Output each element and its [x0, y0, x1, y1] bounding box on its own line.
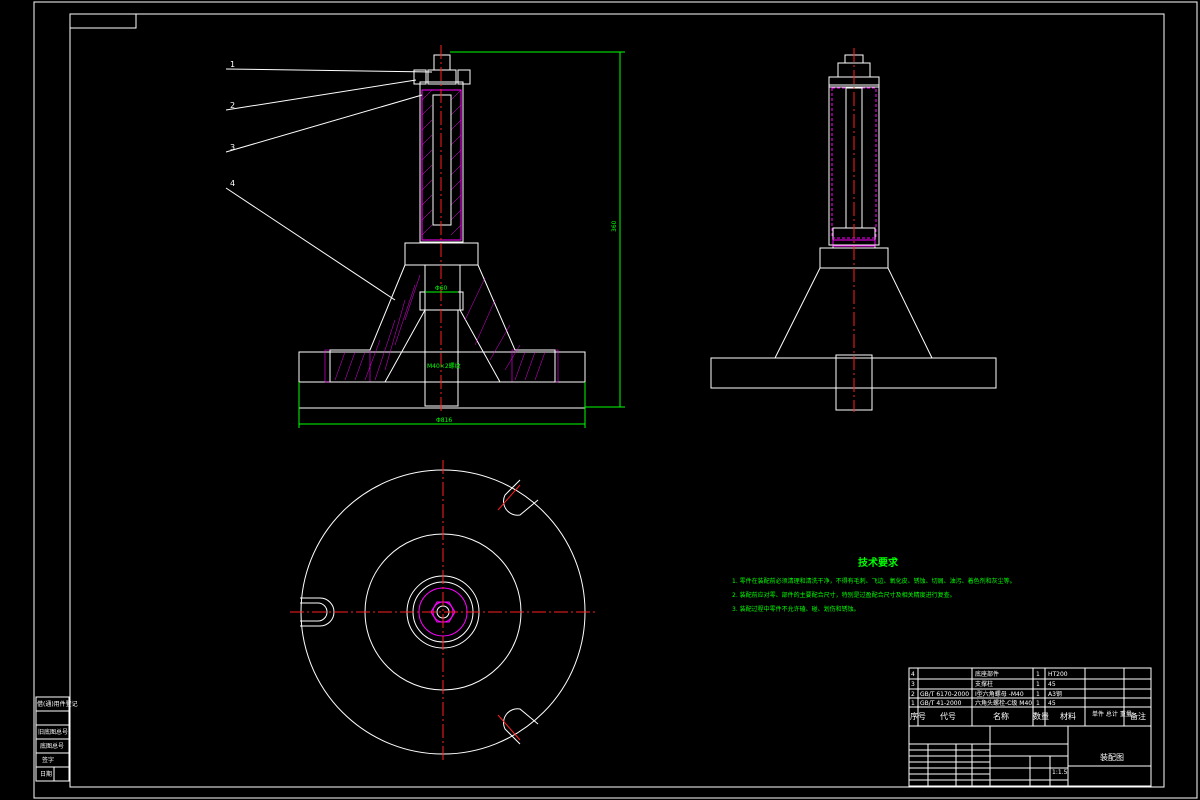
tech-title: 技术要求: [858, 556, 899, 569]
base-width-dimension: Φ816: [436, 417, 452, 424]
tech-item-1: 1. 零件在装配前必须清理和清洗干净，不得有毛刺、飞边、氧化皮、锈蚀、切屑、油污…: [732, 577, 1016, 585]
column: [419, 81, 464, 243]
svg-text:45: 45: [1048, 681, 1056, 688]
svg-text:旧底图总号: 旧底图总号: [38, 728, 68, 736]
svg-text:1: 1: [911, 700, 915, 707]
svg-text:材料: 材料: [1060, 711, 1076, 721]
tech-item-3: 3. 装配过程中零件不允许磕、碰、划伤和锈蚀。: [732, 605, 860, 613]
leader-1: 1: [230, 60, 235, 69]
svg-text:签字: 签字: [42, 756, 54, 764]
tech-requirements: 技术要求 1. 零件在装配前必须清理和清洗干净，不得有毛刺、飞边、氧化皮、锈蚀、…: [732, 556, 1016, 613]
svg-text:单件 总计 重量: 单件 总计 重量: [1092, 710, 1132, 718]
svg-text:名称: 名称: [993, 711, 1009, 721]
side-view: [710, 48, 997, 412]
svg-text:底座部件: 底座部件: [975, 670, 999, 678]
leader-3: 3: [230, 143, 235, 152]
svg-text:2: 2: [911, 691, 915, 698]
height-dimension: 360: [611, 220, 618, 232]
svg-text:4: 4: [911, 671, 915, 678]
title-block: 装配图 1:1.5: [908, 725, 1152, 787]
svg-text:数量: 数量: [1033, 711, 1049, 721]
scale-value: 1:1.5: [1052, 769, 1068, 776]
base-outline: [298, 351, 586, 409]
svg-text:支撑柱: 支撑柱: [975, 680, 993, 688]
svg-text:六角头螺栓-C级 M40: 六角头螺栓-C级 M40: [975, 699, 1032, 707]
svg-text:3: 3: [911, 681, 915, 688]
bom-table: 4 底座部件 1 HT200 3 支撑柱 1 45 2 GB/T 6170-20…: [908, 667, 1152, 727]
tech-item-2: 2. 装配前应对零、部件的主要配合尺寸，特别是过盈配合尺寸及相关精度进行复查。: [732, 591, 956, 599]
svg-text:序号: 序号: [910, 711, 926, 721]
svg-text:GB/T 41-2000: GB/T 41-2000: [920, 700, 962, 707]
bore-dimension: Φ60: [435, 285, 448, 292]
svg-text:代号: 代号: [940, 711, 956, 721]
svg-text:I型六角螺母 -M40: I型六角螺母 -M40: [975, 690, 1024, 698]
svg-text:底图总号: 底图总号: [40, 742, 64, 750]
svg-text:1: 1: [1036, 700, 1040, 707]
corner-box: [69, 13, 137, 29]
outer-border: [33, 1, 1198, 799]
svg-text:备注: 备注: [1130, 711, 1146, 721]
svg-text:A3钢: A3钢: [1048, 690, 1062, 698]
svg-text:1: 1: [1036, 681, 1040, 688]
svg-text:借(通)用件登记: 借(通)用件登记: [37, 700, 78, 708]
svg-text:HT200: HT200: [1048, 671, 1068, 678]
front-section-view: 360 Φ816 Φ60 M40×2螺纹 1 2 3 4: [225, 45, 625, 428]
leader-2: 2: [230, 101, 235, 110]
svg-text:1: 1: [1036, 691, 1040, 698]
leader-4: 4: [230, 179, 235, 188]
svg-text:45: 45: [1048, 700, 1056, 707]
svg-text:日期: 日期: [40, 770, 52, 778]
thread-dimension: M40×2螺纹: [427, 362, 461, 370]
top-view: [290, 460, 595, 760]
inner-border: [69, 13, 1165, 788]
left-stamp: 借(通)用件登记 旧底图总号 底图总号 签字 日期: [35, 696, 78, 782]
base-plate: [298, 381, 586, 409]
drawing-name: 装配图: [1100, 752, 1124, 762]
svg-text:GB/T 6170-2000: GB/T 6170-2000: [920, 691, 969, 698]
svg-text:1: 1: [1036, 671, 1040, 678]
